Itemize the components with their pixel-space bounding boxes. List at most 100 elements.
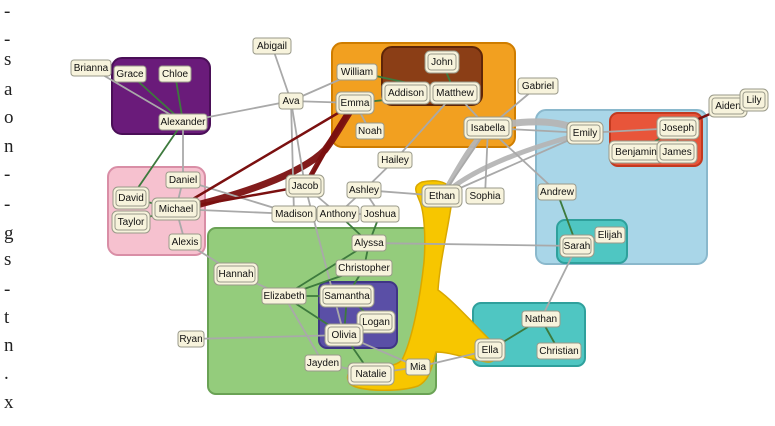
node-box xyxy=(335,259,393,277)
node-abigail[interactable]: Abigail xyxy=(252,37,292,55)
node-box xyxy=(521,310,561,328)
node-box xyxy=(537,183,577,201)
node-box xyxy=(115,189,147,207)
node-ryan[interactable]: Ryan xyxy=(177,330,205,348)
node-box xyxy=(477,341,503,359)
node-label: Christian xyxy=(539,346,578,357)
node-mia[interactable]: Mia xyxy=(405,358,431,376)
edge-abigail-ava xyxy=(271,45,292,102)
node-matthew[interactable]: Matthew xyxy=(429,81,481,105)
node-lily[interactable]: Lily xyxy=(739,88,769,112)
node-box xyxy=(322,287,372,305)
node-sarah[interactable]: Sarah xyxy=(559,234,595,258)
node-hailey[interactable]: Hailey xyxy=(377,151,413,169)
node-label: Ella xyxy=(482,345,499,356)
node-anthony[interactable]: Anthony xyxy=(316,205,360,223)
node-box xyxy=(158,113,208,131)
node-box xyxy=(271,205,317,223)
node-natalie[interactable]: Natalie xyxy=(347,362,395,386)
node-box xyxy=(288,177,322,195)
node-box xyxy=(336,63,378,81)
node-ella[interactable]: Ella xyxy=(474,338,506,362)
node-box xyxy=(359,313,393,331)
node-gabriel[interactable]: Gabriel xyxy=(517,77,559,95)
node-noah[interactable]: Noah xyxy=(355,122,385,140)
node-hannah[interactable]: Hannah xyxy=(213,262,259,286)
node-box xyxy=(594,226,626,244)
node-alexander[interactable]: Alexander xyxy=(158,113,208,131)
node-box xyxy=(154,200,198,218)
node-sophia[interactable]: Sophia xyxy=(465,187,505,205)
node-samantha[interactable]: Samantha xyxy=(319,284,375,308)
margin-glyph: n xyxy=(4,136,14,157)
node-box xyxy=(177,330,205,348)
node-brianna[interactable]: Brianna xyxy=(70,59,112,77)
node-ava[interactable]: Ava xyxy=(278,92,304,110)
node-box xyxy=(659,119,697,137)
node-box xyxy=(360,205,400,223)
edge-alyssa-elizabeth xyxy=(283,242,370,297)
node-label: Ava xyxy=(282,96,299,107)
node-box xyxy=(517,77,559,95)
node-madison[interactable]: Madison xyxy=(271,205,317,223)
node-label: Natalie xyxy=(355,369,387,380)
margin-glyph: - xyxy=(4,279,11,300)
node-grace[interactable]: Grace xyxy=(113,65,147,83)
node-john[interactable]: John xyxy=(424,50,460,74)
node-aiden[interactable]: Aiden xyxy=(708,94,748,118)
node-jayden[interactable]: Jayden xyxy=(304,354,342,372)
node-isabella[interactable]: Isabella xyxy=(463,116,513,140)
node-label: Abigail xyxy=(257,41,287,52)
node-alyssa[interactable]: Alyssa xyxy=(351,234,387,252)
node-label: Noah xyxy=(358,126,382,137)
node-label: Aiden xyxy=(715,101,741,112)
node-emma[interactable]: Emma xyxy=(335,91,375,115)
margin-glyph: t xyxy=(4,307,10,328)
node-label: Elijah xyxy=(598,230,622,241)
node-box xyxy=(466,119,510,137)
node-alexis[interactable]: Alexis xyxy=(168,233,202,251)
margin-glyph: - xyxy=(4,194,11,215)
node-emily[interactable]: Emily xyxy=(566,121,604,145)
node-olivia[interactable]: Olivia xyxy=(324,323,364,347)
node-jacob[interactable]: Jacob xyxy=(285,174,325,198)
node-christopher[interactable]: Christopher xyxy=(335,259,393,277)
node-addison[interactable]: Addison xyxy=(381,81,431,105)
node-ethan[interactable]: Ethan xyxy=(421,184,463,208)
edge-ava-jacob xyxy=(290,100,306,187)
node-box xyxy=(562,237,592,255)
margin-glyph: s xyxy=(4,249,12,270)
node-joshua[interactable]: Joshua xyxy=(360,205,400,223)
node-andrew[interactable]: Andrew xyxy=(537,183,577,201)
node-label: Nathan xyxy=(525,314,557,325)
node-william[interactable]: William xyxy=(336,63,378,81)
node-elijah[interactable]: Elijah xyxy=(594,226,626,244)
edge-ryan-olivia xyxy=(190,334,345,340)
node-box xyxy=(659,143,695,161)
margin-glyph: o xyxy=(4,107,14,128)
node-michael[interactable]: Michael xyxy=(151,197,201,221)
node-box xyxy=(338,94,372,112)
node-label: Ashley xyxy=(349,185,379,196)
node-christian[interactable]: Christian xyxy=(536,342,582,360)
node-james[interactable]: James xyxy=(656,140,698,164)
node-daniel[interactable]: Daniel xyxy=(165,171,201,189)
node-elizabeth[interactable]: Elizabeth xyxy=(261,287,307,305)
node-joseph[interactable]: Joseph xyxy=(656,116,700,140)
node-box xyxy=(355,122,385,140)
node-nathan[interactable]: Nathan xyxy=(521,310,561,328)
node-taylor[interactable]: Taylor xyxy=(111,210,151,234)
node-label: Ethan xyxy=(429,191,455,202)
node-box xyxy=(384,84,428,102)
node-chloe[interactable]: Chloe xyxy=(158,65,192,83)
edge-elizabeth-jayden xyxy=(283,295,324,364)
node-label: Michael xyxy=(159,204,193,215)
node-label: Olivia xyxy=(331,330,356,341)
node-david[interactable]: David xyxy=(112,186,150,210)
node-ashley[interactable]: Ashley xyxy=(346,181,382,199)
node-benjamin[interactable]: Benjamin xyxy=(608,140,664,164)
node-label: Lily xyxy=(746,95,761,106)
node-logan[interactable]: Logan xyxy=(356,310,396,334)
margin-glyph: - xyxy=(4,164,11,185)
